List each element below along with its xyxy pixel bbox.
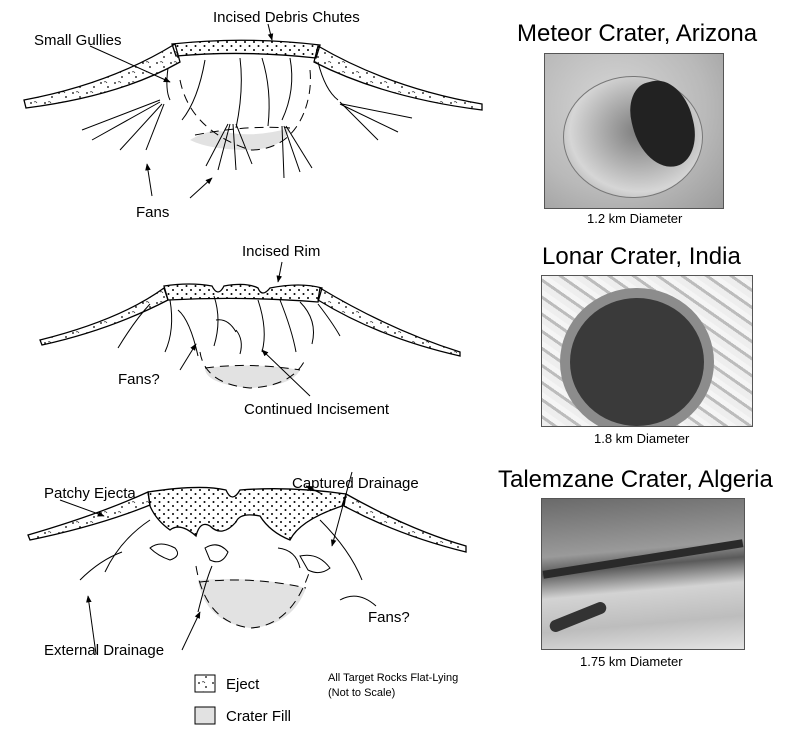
legend-note-line1: All Target Rocks Flat-Lying xyxy=(328,671,458,686)
legend-note-line2: (Not to Scale) xyxy=(328,686,395,701)
legend-ejecta-label: Eject xyxy=(226,677,259,692)
legend-crater-fill-label: Crater Fill xyxy=(226,709,291,724)
